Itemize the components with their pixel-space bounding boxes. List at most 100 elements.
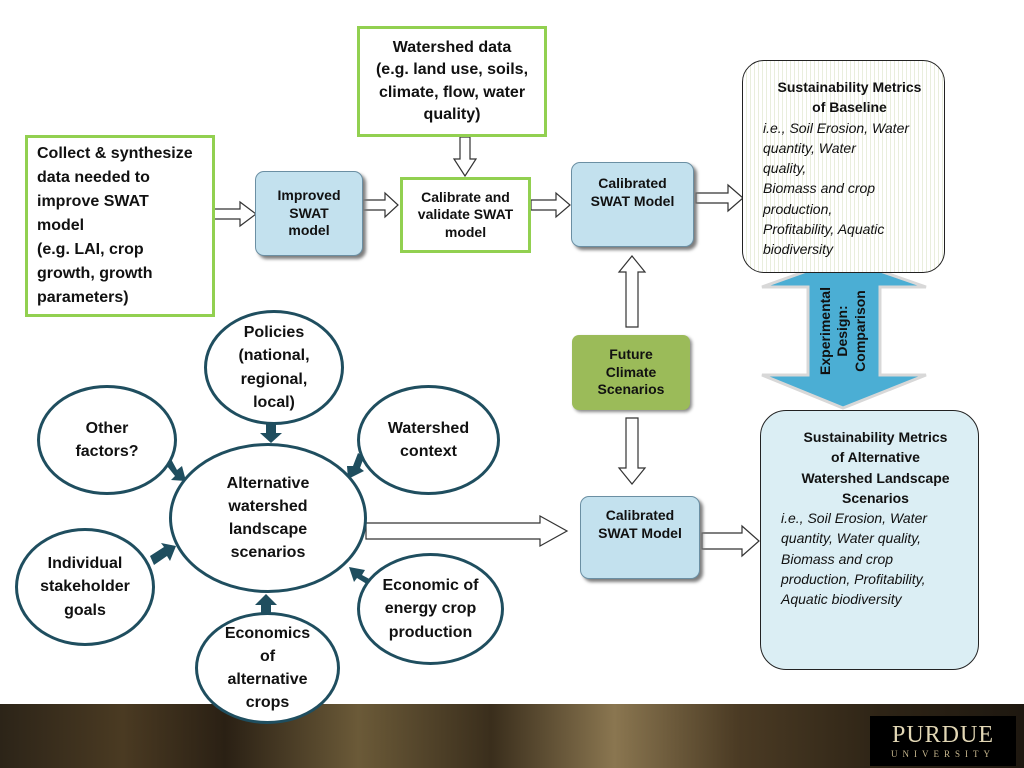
calibrated-swat-model-bottom: Calibrated SWAT Model bbox=[580, 496, 700, 579]
alternative-metrics-box: Sustainability Metrics of Alternative Wa… bbox=[760, 410, 979, 670]
center-line-3: landscape bbox=[228, 521, 308, 538]
collect-line-5: (e.g. LAI, crop bbox=[37, 241, 144, 258]
watershed-data-line-3: climate, flow, water bbox=[378, 83, 526, 101]
improved-line-2: SWAT bbox=[289, 204, 329, 221]
watershed-data-line-4: quality) bbox=[423, 105, 481, 123]
policies-line-4: local) bbox=[253, 393, 295, 411]
watershed-data-line-2: (e.g. land use, soils, bbox=[375, 61, 529, 79]
other-factors-line-1: Other bbox=[85, 419, 129, 437]
baseline-item-4: Biomass and crop bbox=[763, 180, 876, 197]
alt-item-1: i.e., Soil Erosion, Water bbox=[781, 510, 928, 527]
calibrate-line-1: Calibrate and bbox=[421, 188, 510, 205]
watershed-data-box: Watershed data (e.g. land use, soils, cl… bbox=[357, 26, 547, 137]
arrow-watershed-to-calibrate bbox=[452, 136, 478, 178]
calibrated-bottom-line-2: SWAT Model bbox=[598, 524, 682, 541]
connector-policies bbox=[260, 423, 282, 443]
individual-stakeholder-ellipse: Individual stakeholder goals bbox=[15, 528, 155, 646]
experimental-line-1: Experimental bbox=[816, 287, 833, 375]
purdue-logo: PURDUE UNIVERSITY bbox=[870, 716, 1016, 766]
economic-energy-line-3: production bbox=[388, 623, 473, 641]
individual-line-2: stakeholder bbox=[40, 578, 130, 596]
policies-line-2: (national, bbox=[238, 347, 310, 365]
baseline-heading-1: Sustainability Metrics bbox=[777, 79, 922, 95]
individual-line-3: goals bbox=[64, 601, 106, 619]
footer-band bbox=[0, 704, 1024, 768]
center-line-2: watershed bbox=[228, 497, 308, 515]
arrow-collect-to-improved bbox=[213, 200, 257, 228]
alt-item-2: quantity, Water quality, bbox=[781, 530, 922, 547]
arrow-future-to-calibrated-top bbox=[617, 255, 647, 328]
arrow-calibrated-to-baseline bbox=[695, 183, 744, 213]
baseline-item-7: biodiversity bbox=[763, 241, 834, 258]
connector-other-factors bbox=[167, 459, 186, 481]
alt-item-3: Biomass and crop bbox=[781, 550, 894, 567]
arrow-improved-to-calibrate bbox=[362, 191, 399, 219]
future-line-2: Climate bbox=[605, 363, 657, 380]
economics-alt-line-4: crops bbox=[245, 694, 290, 712]
economics-alt-line-3: alternative bbox=[227, 671, 308, 688]
collect-line-2: data needed to bbox=[37, 169, 150, 186]
collect-line-4: model bbox=[37, 217, 85, 234]
other-factors-ellipse: Other factors? bbox=[37, 385, 177, 495]
economic-energy-ellipse: Economic of energy crop production bbox=[357, 553, 504, 665]
alt-item-4: production, Profitability, bbox=[781, 571, 926, 588]
alt-heading-3: Watershed Landscape bbox=[801, 469, 950, 486]
collect-line-3: improve SWAT bbox=[37, 193, 149, 210]
alt-heading-4: Scenarios bbox=[842, 489, 909, 506]
calibrate-line-2: validate SWAT bbox=[417, 206, 514, 223]
baseline-item-1: i.e., Soil Erosion, Water bbox=[763, 119, 910, 136]
center-line-1: Alternative bbox=[226, 474, 310, 492]
economic-energy-line-1: Economic of bbox=[382, 577, 479, 595]
baseline-heading-2: of Baseline bbox=[812, 99, 887, 116]
calibrated-top-line-1: Calibrated bbox=[598, 175, 667, 191]
alt-item-5: Aquatic biodiversity bbox=[781, 591, 902, 608]
future-line-3: Scenarios bbox=[597, 381, 665, 398]
watershed-context-ellipse: Watershed context bbox=[357, 385, 500, 495]
calibrated-top-line-2: SWAT Model bbox=[590, 192, 675, 209]
watershed-data-line-1: Watershed data bbox=[392, 38, 512, 56]
baseline-item-3: quality, bbox=[763, 160, 807, 177]
experimental-line-3: Comparison bbox=[851, 290, 868, 372]
future-climate-scenarios-box: Future Climate Scenarios bbox=[572, 335, 690, 410]
connector-economics-alt bbox=[255, 594, 277, 615]
policies-line-3: regional, bbox=[240, 370, 308, 388]
alt-heading-2: of Alternative bbox=[831, 449, 920, 466]
calibrated-bottom-line-1: Calibrated bbox=[605, 507, 675, 523]
economics-alt-line-1: Economics bbox=[224, 624, 311, 642]
economics-alt-crops-ellipse: Economics of alternative crops bbox=[195, 612, 340, 724]
arrow-future-to-calibrated-bottom bbox=[617, 417, 647, 485]
other-factors-line-2: factors? bbox=[75, 443, 139, 460]
improved-swat-model-box: Improved SWAT model bbox=[255, 171, 363, 256]
arrow-calibrate-to-calibrated bbox=[530, 191, 571, 219]
arrow-calibrated-to-alt bbox=[701, 524, 760, 558]
calibrate-line-3: model bbox=[444, 223, 487, 240]
watershed-context-line-2: context bbox=[400, 443, 457, 460]
economics-alt-line-2: of bbox=[259, 647, 276, 665]
calibrate-validate-box: Calibrate and validate SWAT model bbox=[400, 177, 531, 253]
connector-watershed-context bbox=[347, 453, 364, 479]
policies-ellipse: Policies (national, regional, local) bbox=[204, 310, 344, 425]
baseline-item-5: production, bbox=[763, 200, 833, 217]
watershed-context-line-1: Watershed bbox=[387, 419, 470, 437]
collect-line-6: growth, growth bbox=[37, 265, 153, 282]
baseline-metrics-box: Sustainability Metrics of Baseline i.e.,… bbox=[742, 60, 945, 273]
baseline-item-6: Profitability, Aquatic bbox=[763, 221, 885, 238]
connector-individual bbox=[150, 543, 176, 565]
economic-energy-line-2: energy crop bbox=[384, 600, 477, 618]
baseline-item-2: quantity, Water bbox=[763, 139, 856, 156]
logo-sub: UNIVERSITY bbox=[891, 749, 995, 759]
logo-name: PURDUE bbox=[891, 722, 994, 748]
improved-line-3: model bbox=[288, 222, 330, 239]
future-line-1: Future bbox=[609, 346, 653, 363]
calibrated-swat-model-top: Calibrated SWAT Model bbox=[571, 162, 694, 247]
alternative-scenarios-ellipse: Alternative watershed landscape scenario… bbox=[169, 443, 367, 593]
experimental-line-2: Design: bbox=[834, 305, 851, 357]
individual-line-1: Individual bbox=[47, 555, 123, 573]
experimental-design-label: Experimental Design: Comparison bbox=[814, 281, 872, 381]
arrow-scenarios-to-calibrated bbox=[365, 514, 569, 548]
improved-line-1: Improved bbox=[277, 187, 341, 204]
collect-line-7: parameters) bbox=[37, 289, 129, 306]
center-line-4: scenarios bbox=[230, 544, 306, 562]
policies-line-1: Policies bbox=[243, 324, 305, 342]
